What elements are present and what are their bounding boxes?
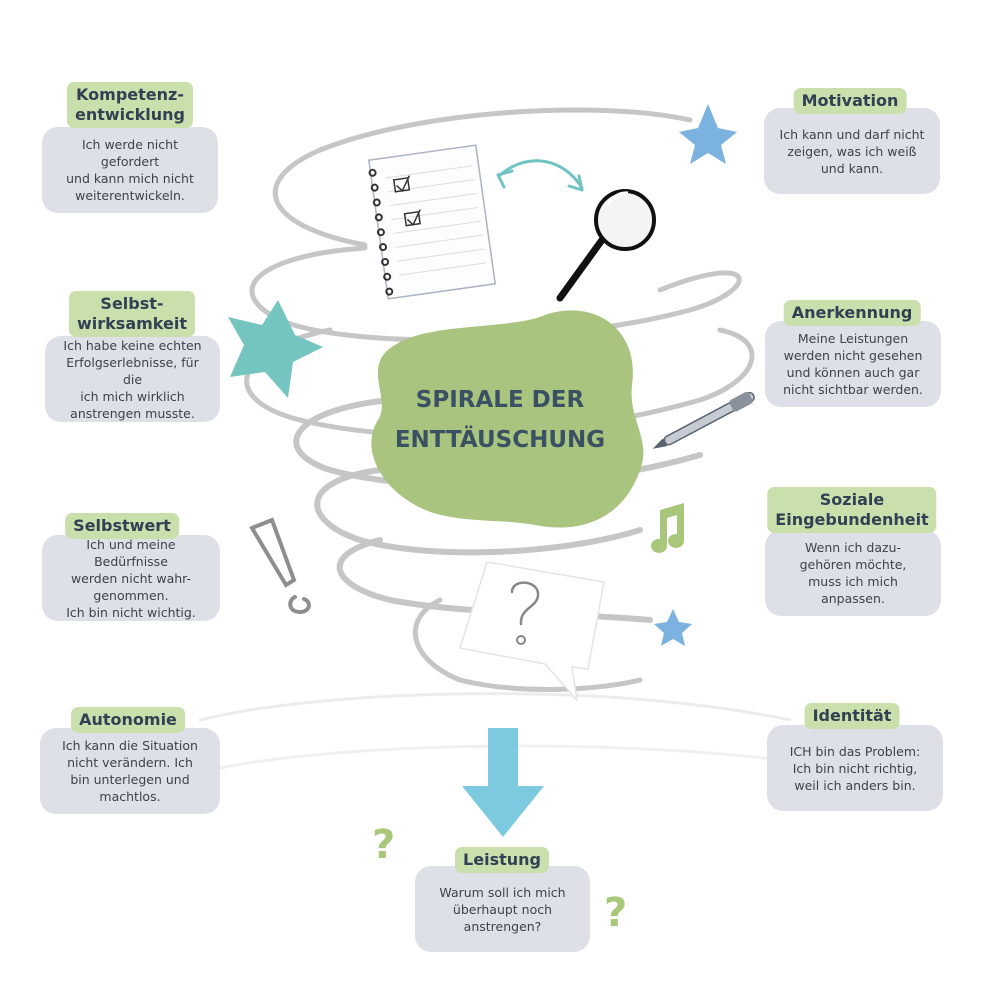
exclamation-icon (249, 517, 311, 615)
anerkennung-text: Meine Leistungen werden nicht gesehen un… (765, 321, 941, 407)
spiral-faint (198, 692, 792, 722)
selbstwert-text: Ich und meine Bedürfnisse werden nicht w… (42, 535, 220, 621)
leistung-label: Leistung (455, 847, 549, 873)
small-blue-star-icon (654, 609, 692, 646)
autonomie-label: Autonomie (71, 707, 185, 733)
spiral-faint-2 (208, 744, 782, 772)
green-question-mark-icon: ? (372, 822, 396, 868)
selbstwert-label: Selbstwert (65, 513, 179, 539)
identitaet-label: Identität (804, 703, 900, 729)
spiral-loop-7 (412, 597, 643, 692)
diagram-title: SPIRALE DER ENTTÄUSCHUNG (394, 387, 606, 453)
green-question-mark-icon-2: ? (604, 890, 628, 936)
sozial-text: Wenn ich dazu- gehören möchte, muss ich … (765, 530, 941, 616)
motivation-text: Ich kann und darf nicht zeigen, was ich … (764, 108, 940, 194)
magnifier-icon (556, 189, 656, 302)
double-arrow-icon (496, 159, 584, 192)
blue-star-icon (679, 104, 737, 164)
sozial-label: Soziale Eingebundenheit (767, 487, 937, 533)
arrow-down-icon (462, 728, 544, 837)
notebook-icon (367, 144, 497, 300)
pen-icon (652, 391, 755, 449)
speech-bubble-icon (459, 561, 605, 703)
identitaet-text: ICH bin das Problem: Ich bin nicht richt… (767, 725, 943, 811)
autonomie-text: Ich kann die Situation nicht verändern. … (40, 728, 220, 814)
selbstwirksamkeit-text: Ich habe keine echten Erfolgserlebnisse,… (45, 336, 220, 422)
kompetenz-text: Ich werde nicht gefordert und kann mich … (42, 127, 218, 213)
spiral-loop-1 (272, 107, 693, 248)
music-note-icon (651, 503, 684, 553)
teal-star-icon (228, 300, 323, 398)
motivation-label: Motivation (793, 88, 907, 114)
anerkennung-label: Anerkennung (783, 300, 921, 326)
kompetenz-label: Kompetenz- entwicklung (67, 82, 193, 128)
selbstwirksamkeit-label: Selbst- wirksamkeit (69, 291, 195, 337)
leistung-text: Warum soll ich mich überhaupt noch anstr… (415, 866, 590, 952)
central-blob (371, 310, 644, 528)
